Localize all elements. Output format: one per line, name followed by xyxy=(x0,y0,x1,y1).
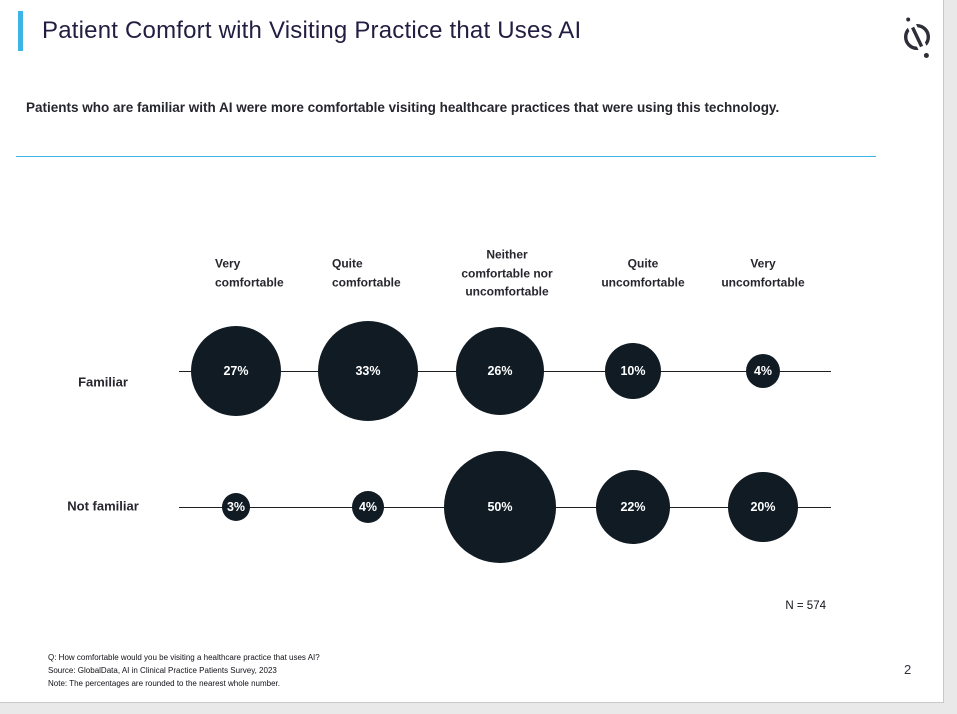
bubble-familiar-0: 27% xyxy=(191,326,281,416)
bubble-not-familiar-3: 22% xyxy=(596,470,670,544)
bubble-chart: Very comfortable Quite comfortable Neither… xyxy=(67,247,831,563)
subtitle-divider-line xyxy=(16,156,876,157)
report-slide: Patient Comfort with Visiting Practice t… xyxy=(0,0,944,703)
bubble-not-familiar-4: 20% xyxy=(728,472,798,542)
bubble-familiar-1: 33% xyxy=(318,321,418,421)
column-header-4: Very uncomfortable xyxy=(721,256,805,290)
row-label-not-familiar: Not familiar xyxy=(67,498,139,514)
page-number: 2 xyxy=(904,662,912,677)
footnote-question: Q: How comfortable would you be visiting… xyxy=(48,653,320,662)
bubble-not-familiar-0: 3% xyxy=(222,493,250,521)
column-header-2: Neither comfortable nor uncomfortable xyxy=(461,247,553,299)
column-header-3: Quite uncomfortable xyxy=(601,256,685,290)
sample-size-label: N = 574 xyxy=(785,600,826,612)
footnote-source: Source: GlobalData, AI in Clinical Pract… xyxy=(48,666,277,675)
title-accent-bar xyxy=(18,11,23,51)
footnote-note: Note: The percentages are rounded to the… xyxy=(48,679,281,688)
column-header-1: Quite comfortable xyxy=(332,256,401,290)
bubble-familiar-3: 10% xyxy=(605,343,661,399)
column-header-0: Very comfortable xyxy=(215,256,284,290)
page-title: Patient Comfort with Visiting Practice t… xyxy=(42,17,582,44)
bubble-not-familiar-1: 4% xyxy=(352,491,384,523)
footnotes: Q: How comfortable would you be visiting… xyxy=(48,651,320,690)
bubble-familiar-2: 26% xyxy=(456,327,544,415)
bubble-familiar-4: 4% xyxy=(746,354,780,388)
slide-subtitle: Patients who are familiar with AI were m… xyxy=(26,100,780,115)
globaldata-logo-icon xyxy=(895,14,939,60)
row-label-familiar: Familiar xyxy=(78,374,128,390)
bubble-not-familiar-2: 50% xyxy=(444,451,556,563)
